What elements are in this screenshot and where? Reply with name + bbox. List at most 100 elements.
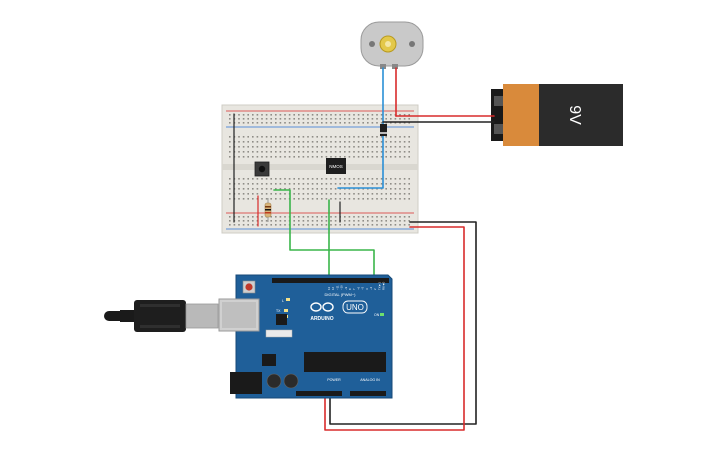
arduino-model-badge: UNO	[342, 300, 368, 314]
breadboard-hole	[229, 220, 231, 222]
diode[interactable]	[380, 124, 387, 136]
breadboard-hole	[362, 193, 364, 195]
breadboard-hole	[353, 188, 355, 190]
breadboard-hole	[380, 193, 383, 195]
breadboard-hole	[353, 193, 355, 195]
arduino-capacitor-2	[283, 373, 299, 389]
breadboard-hole	[348, 220, 351, 222]
breadboard-hole	[307, 178, 309, 180]
breadboard-hole	[344, 151, 346, 153]
breadboard-hole	[302, 114, 305, 116]
breadboard-hole	[334, 216, 337, 218]
breadboard-hole	[380, 136, 383, 138]
wire-red-5v[interactable]	[324, 226, 465, 431]
arduino-usb-socket-inner	[222, 302, 256, 328]
breadboard-hole	[252, 188, 254, 190]
breadboard-hole	[344, 146, 346, 148]
breadboard-hole	[330, 114, 332, 116]
breadboard-hole	[321, 193, 323, 195]
arduino-uno[interactable]: DIGITAL (PWM~) ARDUINO UNO L TX RX ON PO…	[218, 274, 393, 399]
breadboard-hole	[394, 188, 397, 190]
breadboard-hole	[284, 151, 286, 153]
breadboard-hole	[270, 118, 272, 120]
breadboard-hole	[321, 141, 323, 143]
breadboard-hole	[408, 118, 410, 120]
dc-motor[interactable]	[360, 21, 424, 69]
breadboard-hole	[270, 136, 272, 138]
breadboard-hole	[357, 224, 360, 226]
arduino-digital-header[interactable]	[272, 278, 389, 283]
breadboard-hole	[270, 122, 272, 124]
breadboard-hole	[311, 136, 314, 138]
breadboard-hole	[298, 188, 300, 190]
breadboard-hole	[348, 198, 351, 200]
wire-green-gate[interactable]	[328, 199, 375, 279]
breadboard-hole	[265, 146, 268, 148]
breadboard-hole	[344, 114, 346, 116]
breadboard-hole	[321, 198, 323, 200]
breadboard-hole	[408, 220, 410, 222]
wire-black-gnd[interactable]	[329, 221, 477, 425]
pushbutton[interactable]	[254, 161, 270, 177]
breadboard-hole	[334, 118, 337, 120]
wire-green-button[interactable]	[273, 189, 330, 279]
breadboard-hole	[307, 156, 309, 158]
breadboard-hole	[288, 156, 291, 158]
breadboard-hole	[371, 183, 374, 185]
breadboard-hole	[339, 151, 341, 153]
breadboard-hole	[385, 122, 387, 124]
breadboard-hole	[390, 216, 392, 218]
breadboard-hole	[233, 224, 236, 226]
breadboard[interactable]	[221, 104, 419, 234]
nmos-transistor[interactable]: NMOS	[326, 158, 346, 174]
breadboard-hole	[390, 198, 392, 200]
breadboard-hole	[279, 216, 282, 218]
breadboard-hole	[302, 224, 305, 226]
breadboard-hole	[362, 178, 364, 180]
breadboard-hole	[394, 224, 397, 226]
breadboard-hole	[261, 156, 263, 158]
usb-cable[interactable]	[104, 300, 219, 332]
breadboard-hole	[380, 220, 383, 222]
diode-band	[380, 132, 387, 134]
breadboard-hole	[229, 183, 231, 185]
breadboard-hole	[330, 220, 332, 222]
breadboard-hole	[385, 136, 387, 138]
breadboard-hole	[256, 118, 259, 120]
breadboard-hole	[353, 151, 355, 153]
arduino-analog-header[interactable]	[350, 391, 386, 396]
breadboard-hole	[288, 151, 291, 153]
breadboard-hole	[316, 178, 318, 180]
breadboard-hole	[316, 198, 318, 200]
breadboard-hole	[247, 141, 249, 143]
breadboard-hole	[270, 198, 272, 200]
breadboard-hole	[339, 114, 341, 116]
breadboard-hole	[252, 114, 254, 116]
breadboard-hole	[321, 188, 323, 190]
breadboard-hole	[238, 136, 240, 138]
wire-blue-to-nmos[interactable]	[337, 129, 384, 189]
breadboard-hole	[357, 178, 360, 180]
breadboard-hole	[394, 151, 397, 153]
arduino-power-header[interactable]	[296, 391, 342, 396]
breadboard-hole	[325, 193, 328, 195]
breadboard-hole	[380, 188, 383, 190]
resistor[interactable]	[264, 198, 272, 222]
breadboard-hole	[348, 224, 351, 226]
breadboard-hole	[376, 156, 378, 158]
breadboard-hole	[325, 114, 328, 116]
breadboard-hole	[293, 188, 295, 190]
breadboard-hole	[275, 178, 277, 180]
breadboard-hole	[279, 198, 282, 200]
breadboard-hole	[279, 224, 282, 226]
breadboard-hole	[403, 151, 406, 153]
breadboard-hole	[385, 220, 387, 222]
breadboard-hole	[353, 156, 355, 158]
breadboard-hole	[380, 141, 383, 143]
breadboard-hole	[252, 183, 254, 185]
breadboard-hole	[256, 188, 259, 190]
battery-9v[interactable]: 9V	[491, 84, 623, 146]
breadboard-hole	[403, 114, 406, 116]
breadboard-hole	[265, 178, 268, 180]
